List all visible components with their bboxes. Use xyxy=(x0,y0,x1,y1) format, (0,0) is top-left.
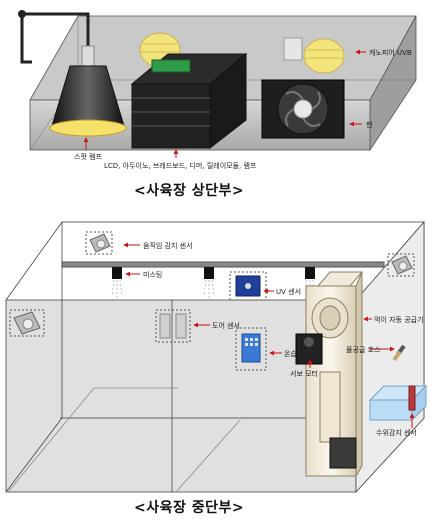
label-water-level: 수위감지 센서 xyxy=(376,429,417,437)
fan xyxy=(261,79,345,139)
motion-sensors xyxy=(9,231,415,337)
label-misting: 미스팅 xyxy=(143,271,163,279)
label-motion-sensor: 움직임 감지 센서 xyxy=(143,242,193,250)
auto-feeder xyxy=(305,271,364,478)
label-door-sensor: 도어 센서 xyxy=(212,322,240,330)
uv-sensor xyxy=(229,271,267,301)
control-board-stack xyxy=(130,52,248,150)
middle-arrows xyxy=(123,242,415,428)
label-fan: 팬 xyxy=(366,121,373,129)
label-auto-feeder: 먹이 자동 공급기 xyxy=(374,316,424,324)
label-servo-motor: 서보 모터 xyxy=(290,370,318,378)
door-sensor xyxy=(155,309,191,343)
top-arrows xyxy=(83,49,366,158)
label-spot-lamp: 스팟 램프 xyxy=(74,153,102,161)
water-hose xyxy=(392,344,406,362)
mist-nozzles xyxy=(111,267,316,298)
temp-humidity-sensor xyxy=(235,327,267,371)
water-tank xyxy=(368,384,428,422)
caption-middle-section: <사육장 중단부> xyxy=(134,500,245,516)
label-uvb: 캐노피어 UVB xyxy=(369,49,412,57)
label-uv-sensor: UV 센서 xyxy=(276,288,302,296)
mist-bar xyxy=(61,261,385,268)
label-control-board: LCD, 아두이노, 브레드보드, 디머, 릴레이모듈, 램프 xyxy=(104,162,257,170)
caption-top-section: <사육장 상단부> xyxy=(134,183,245,199)
label-water-hose: 물공급 호스 xyxy=(346,346,381,354)
spot-lamp xyxy=(18,10,127,137)
label-temp-humidity: 온습도 센서 xyxy=(284,350,319,358)
